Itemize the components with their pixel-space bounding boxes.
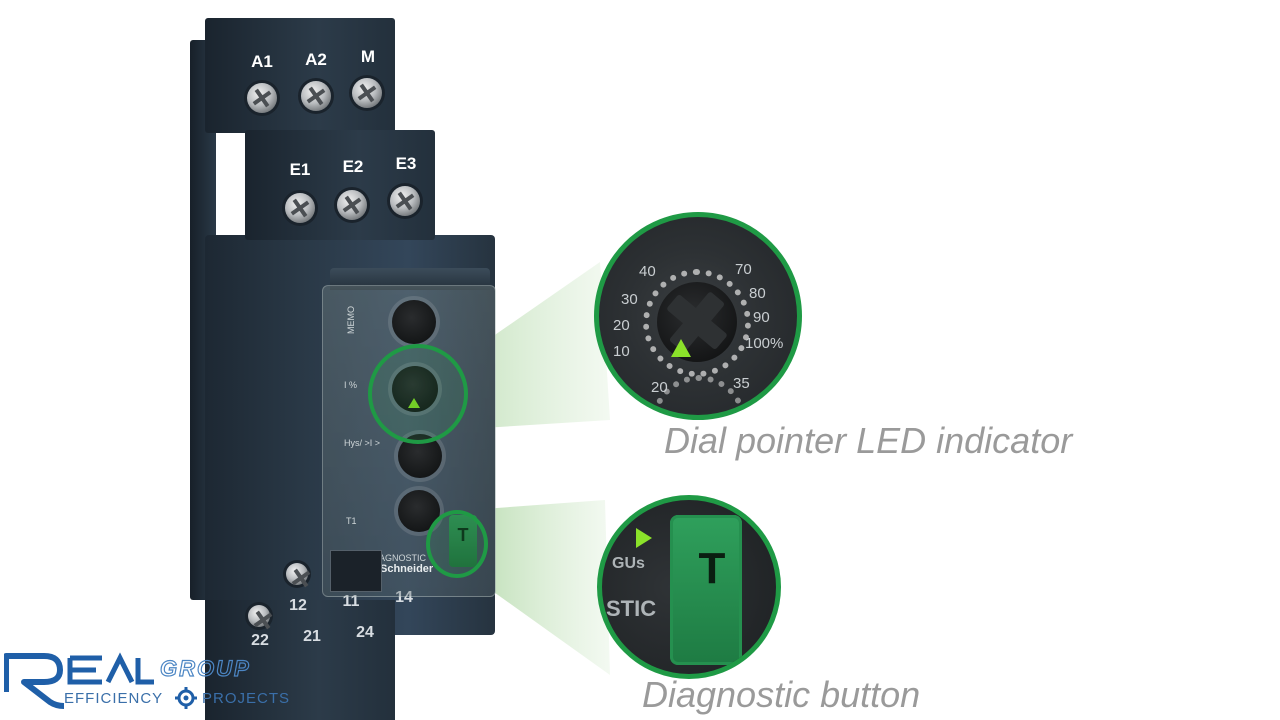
- knob-function[interactable]: [392, 300, 436, 344]
- label-t1: T1: [346, 516, 357, 526]
- highlight-ring-dial: [368, 344, 468, 444]
- dial-scale-70: 70: [735, 261, 752, 278]
- logo-wordmark-graphic: GROUP: [3, 652, 251, 709]
- terminal-label-e3: E3: [395, 154, 417, 173]
- terminal-label-21: 21: [303, 628, 321, 645]
- terminal-block-bottom: [205, 600, 395, 720]
- terminal-label-m: M: [360, 47, 376, 66]
- terminal-label-e1: E1: [289, 160, 311, 179]
- terminal-screw-e1: [285, 193, 315, 223]
- terminal-block-top: [205, 18, 395, 133]
- led-pointer-indicator: [671, 339, 691, 357]
- highlight-ring-button: [426, 510, 488, 578]
- dial-scale-10: 10: [613, 343, 630, 360]
- terminal-label-14: 14: [395, 589, 413, 606]
- zoom-diagnostic-button: [670, 515, 742, 665]
- terminal-label-a1: A1: [251, 52, 273, 71]
- beam-diag: [470, 500, 610, 675]
- zoom-knob: [657, 282, 737, 362]
- front-cover-cap: [330, 268, 490, 290]
- zoom-side-text-bottom: STIC: [606, 596, 657, 621]
- terminal-screw-a1: [247, 83, 277, 113]
- dial-scale-90: 90: [753, 309, 770, 326]
- dial-tick-marks: [643, 269, 751, 377]
- gear-icon: [175, 687, 197, 709]
- label-hysteresis: Hys/ >I >: [344, 438, 381, 448]
- terminal-label-24: 24: [356, 624, 374, 641]
- led-pointer-small: [636, 528, 652, 548]
- terminal-screw-e2: [337, 190, 367, 220]
- terminal-screw-12: [286, 563, 308, 585]
- label-percent: I %: [344, 380, 358, 390]
- terminal-label-12: 12: [289, 597, 307, 614]
- dial-scale-lower-20: 20: [651, 379, 668, 396]
- dial-scale-80: 80: [749, 285, 766, 302]
- label-diagnostic: DIAGNOSTIC: [370, 553, 427, 563]
- caption-diagnostic-button: Diagnostic button: [642, 674, 921, 715]
- dial-scale-100: 100%: [745, 335, 784, 352]
- zoom-side-text-top: GUs: [612, 555, 645, 572]
- dial-scale-30: 30: [621, 291, 638, 308]
- caption-dial-pointer: Dial pointer LED indicator: [664, 420, 1073, 461]
- dial-scale-20: 20: [613, 317, 630, 334]
- memory-slide-switch[interactable]: [330, 550, 382, 592]
- terminal-screw-m: [352, 78, 382, 108]
- svg-text:GROUP: GROUP: [160, 656, 251, 681]
- terminal-label-a2: A2: [305, 50, 327, 69]
- terminal-screw-22: [248, 605, 270, 627]
- terminal-block-middle: [245, 130, 435, 240]
- logo-tagline-left: EFFICIENCY: [64, 690, 164, 707]
- logo-tagline-right: PROJECTS: [202, 690, 291, 707]
- terminal-label-11: 11: [342, 593, 360, 610]
- label-memo: MEMO: [346, 306, 356, 334]
- brand-label: Schneider: [380, 563, 434, 575]
- dial-scale-lower-35: 35: [733, 375, 750, 392]
- terminal-label-22: 22: [251, 632, 269, 649]
- zoom-circle-dial: 40 30 20 10 70 80 90 100% 20 35: [594, 212, 802, 420]
- zoom-circle-diagnostic: T GUs STIC: [597, 495, 781, 679]
- terminal-label-e2: E2: [342, 157, 364, 176]
- company-logo: GROUP EFFICIENCY PROJECTS: [3, 652, 289, 714]
- terminal-screw-a2: [301, 81, 331, 111]
- dial-scale-40: 40: [639, 263, 656, 280]
- zoom-button-letter: T: [698, 544, 726, 593]
- terminal-screw-e3: [390, 186, 420, 216]
